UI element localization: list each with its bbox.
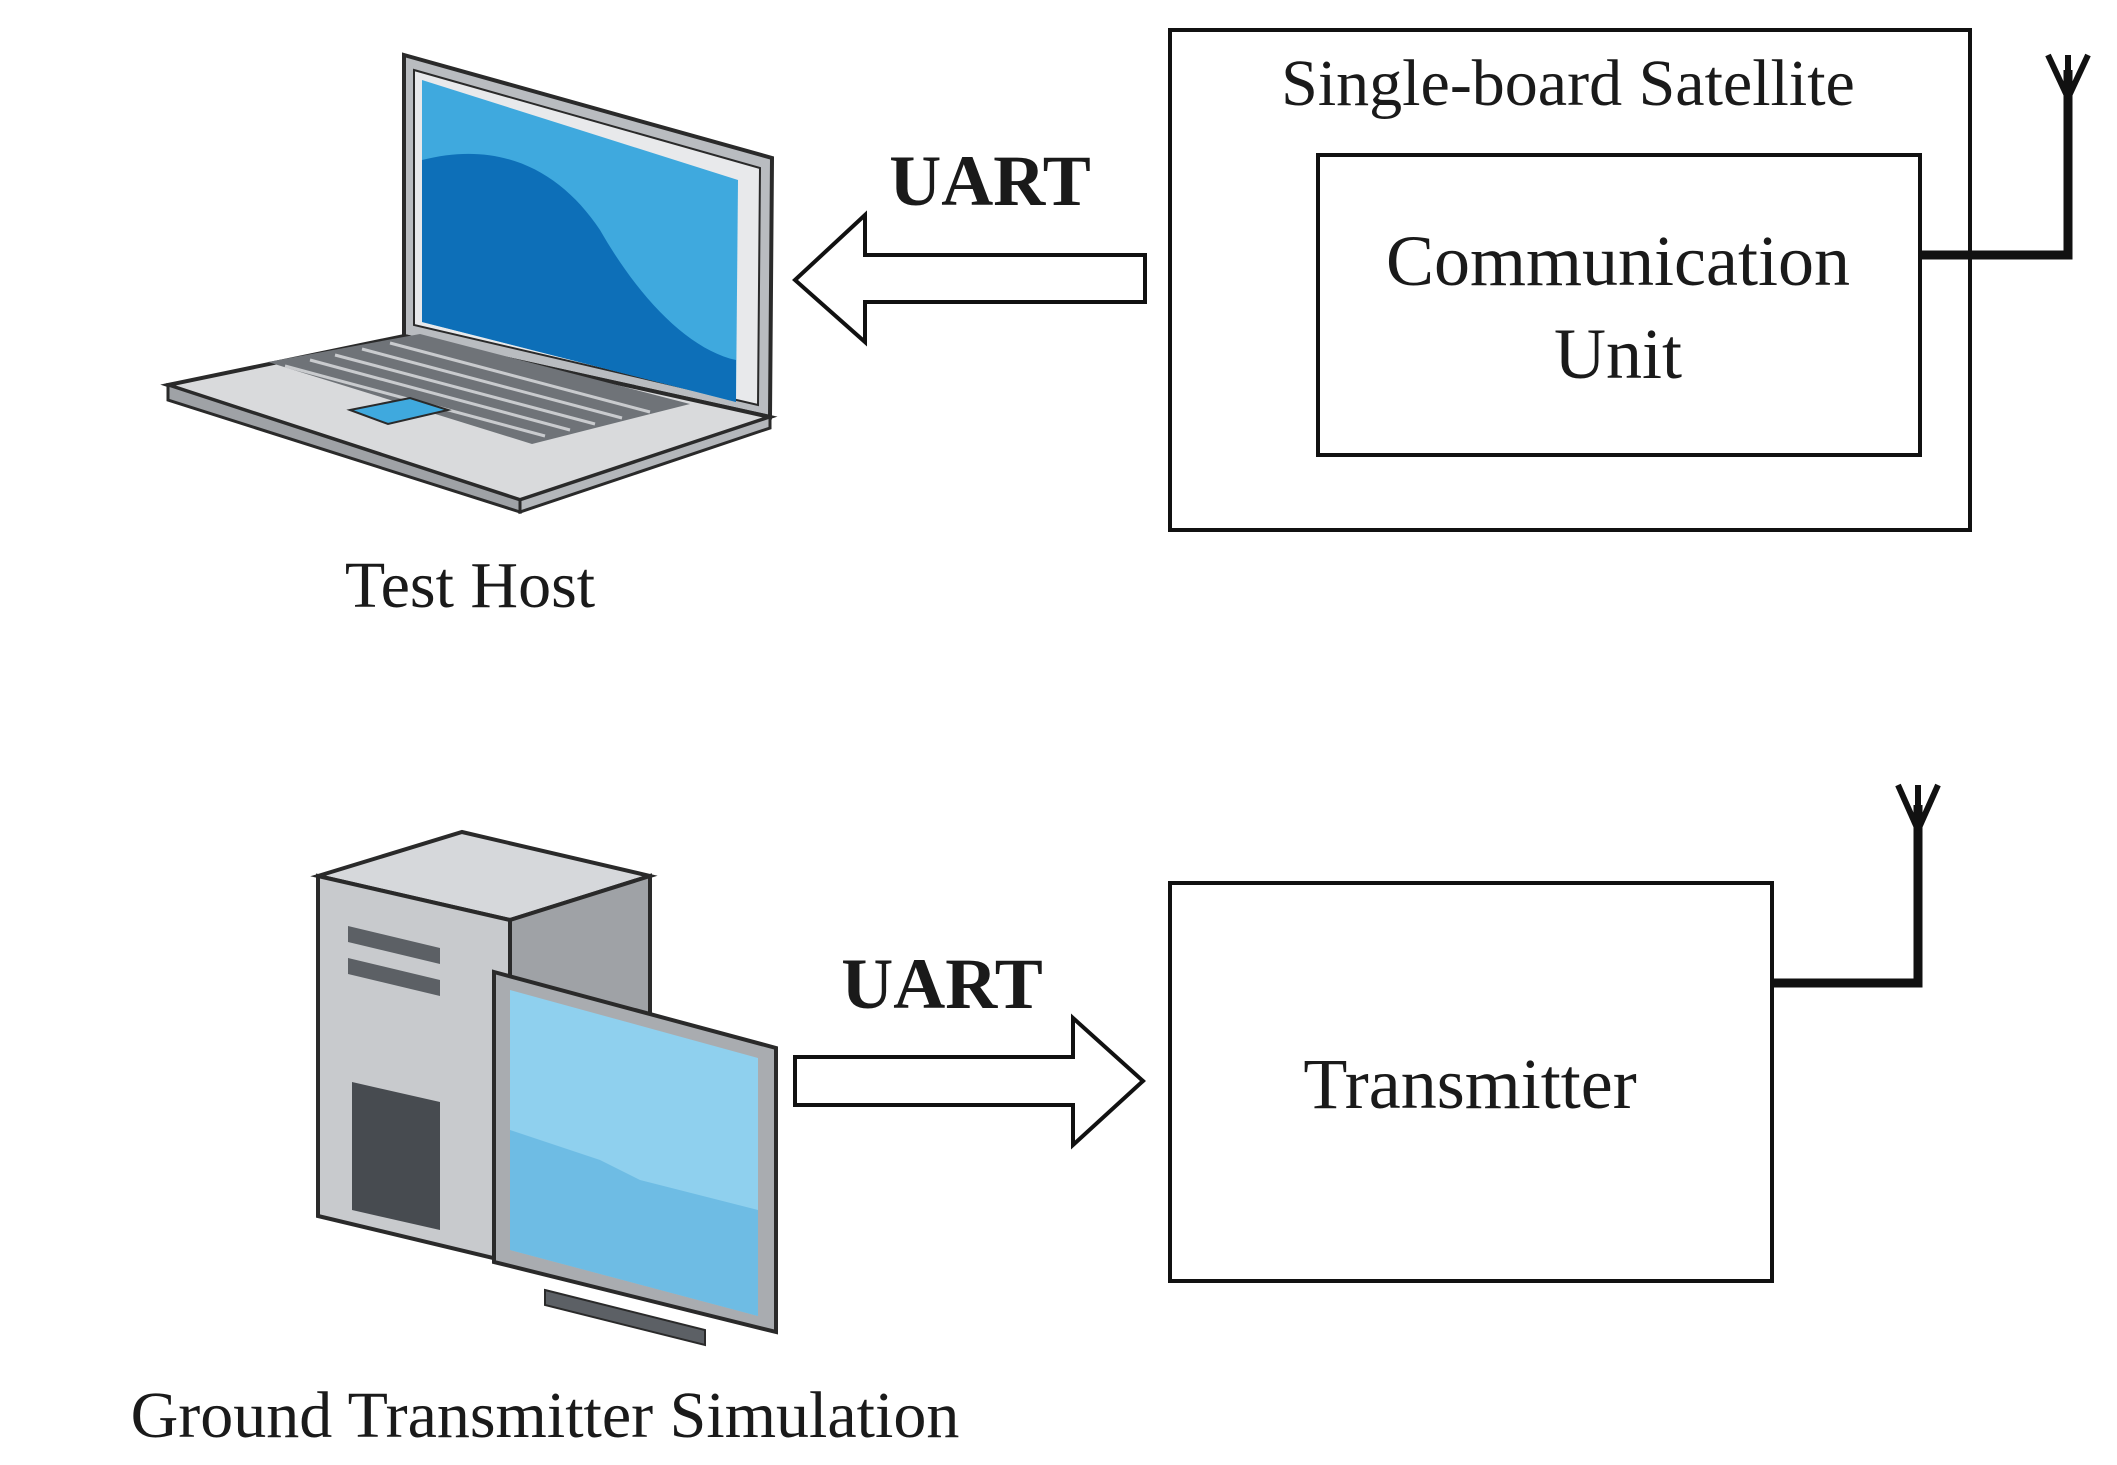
desktop-computer-icon <box>310 829 778 1347</box>
top-uart-arrow <box>792 210 1147 347</box>
communication-unit-box <box>1316 153 1922 457</box>
top-uart-label: UART <box>889 141 1090 221</box>
transmitter-box <box>1168 881 1774 1283</box>
antenna-icon <box>1920 53 2091 260</box>
bottom-uart-arrow <box>793 1013 1146 1150</box>
communication-unit-label-line1: Communication <box>1386 221 1850 301</box>
communication-unit-label-line2: Unit <box>1554 314 1682 394</box>
transmitter-label: Transmitter <box>1303 1044 1636 1124</box>
ground-transmitter-simulation-label: Ground Transmitter Simulation <box>131 1379 960 1452</box>
satellite-box <box>1168 28 1972 532</box>
test-host-label: Test Host <box>345 549 595 622</box>
bottom-uart-label: UART <box>841 944 1042 1024</box>
antenna-icon <box>1772 783 1941 988</box>
laptop-icon <box>160 52 778 515</box>
satellite-label: Single-board Satellite <box>1281 47 1855 120</box>
